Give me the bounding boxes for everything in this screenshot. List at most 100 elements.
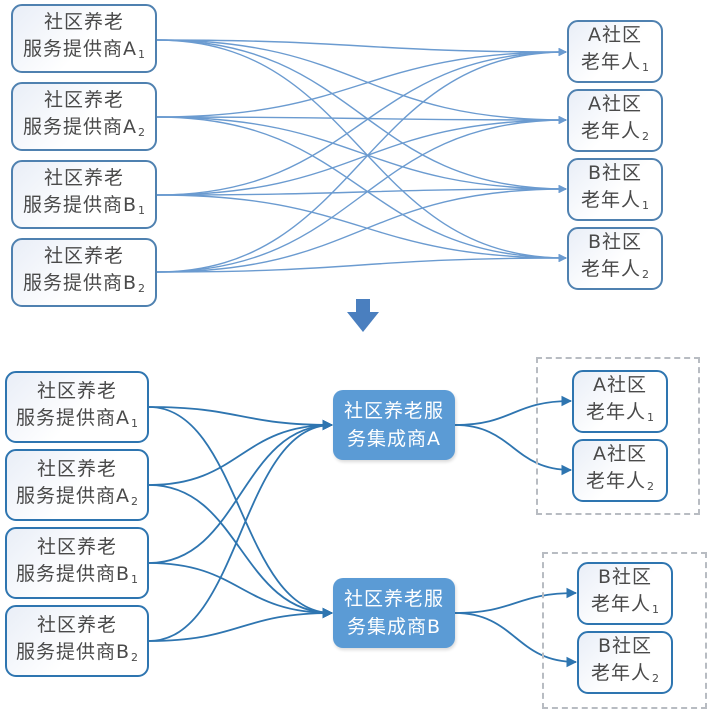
elder-subscript: 1	[652, 603, 659, 616]
bottom-connections	[148, 395, 578, 668]
bottom-elder-b1: B社区 老年人1	[577, 562, 673, 625]
link-integrator-a-to-elder-a1	[454, 395, 573, 426]
link-provider-a1-to-integrator-a	[148, 406, 334, 431]
link-provider-b2-to-integrator-a	[148, 419, 334, 642]
provider-subscript: 1	[131, 572, 139, 586]
link-provider-a1-to-elder-b2	[156, 39, 567, 263]
elder-line2: 老年人	[590, 662, 651, 684]
top-elder-b1: B社区 老年人1	[567, 158, 663, 221]
link-provider-b1-to-integrator-b	[148, 562, 334, 619]
top-provider-a2: 社区养老 服务提供商A2	[11, 82, 157, 151]
provider-line2: 服务提供商A	[16, 484, 130, 507]
bottom-provider-b2: 社区养老 服务提供商B2	[5, 605, 149, 677]
link-provider-b1-to-elder-b2	[156, 194, 567, 263]
provider-line1: 社区养老	[36, 457, 117, 480]
link-provider-b1-to-elder-a2	[156, 115, 567, 196]
elder-subscript: 1	[647, 411, 654, 424]
link-provider-b2-to-elder-a1	[156, 47, 567, 273]
provider-line1: 社区养老	[43, 89, 124, 111]
integrator-line1: 社区养老服	[343, 588, 444, 610]
elder-line2: 老年人	[580, 51, 641, 73]
integrator-a: 社区养老服 务集成商A	[333, 390, 455, 460]
link-provider-a2-to-integrator-b	[148, 484, 334, 619]
bottom-elder-a1: A社区 老年人1	[572, 370, 668, 433]
provider-subscript: 1	[138, 48, 145, 61]
top-elder-a2: A社区 老年人2	[567, 89, 663, 152]
link-provider-b1-to-integrator-a	[148, 419, 334, 564]
elder-line2: 老年人	[580, 189, 641, 211]
elder-line1: A社区	[593, 374, 647, 396]
link-provider-b1-to-elder-b1	[156, 184, 567, 196]
elder-subscript: 2	[642, 268, 649, 281]
provider-line1: 社区养老	[43, 245, 124, 267]
top-provider-b1: 社区养老 服务提供商B1	[11, 160, 157, 229]
elder-line1: B社区	[587, 162, 643, 184]
bottom-elder-b2: B社区 老年人2	[577, 631, 673, 694]
provider-subscript: 2	[131, 650, 139, 664]
integrator-line2: 务集成商B	[346, 616, 442, 638]
elder-line2: 老年人	[590, 593, 651, 615]
elder-subscript: 2	[652, 672, 659, 685]
elder-subscript: 2	[642, 130, 649, 143]
provider-line1: 社区养老	[36, 613, 117, 636]
provider-line2: 服务提供商A	[23, 116, 137, 138]
link-provider-a2-to-elder-b2	[156, 116, 567, 263]
link-provider-a1-to-elder-a2	[156, 39, 567, 125]
top-provider-a1: 社区养老 服务提供商A1	[11, 4, 157, 73]
link-provider-b1-to-elder-a1	[156, 47, 567, 196]
provider-line1: 社区养老	[36, 379, 117, 402]
link-provider-b2-to-integrator-b	[148, 607, 334, 642]
provider-subscript: 2	[138, 126, 145, 139]
elder-group-b-frame	[542, 552, 707, 709]
elder-line2: 老年人	[580, 120, 641, 142]
link-provider-b2-to-elder-b1	[156, 184, 567, 273]
provider-line2: 服务提供商B	[15, 562, 131, 585]
link-integrator-a-to-elder-a2	[454, 424, 573, 476]
provider-line2: 服务提供商A	[16, 406, 130, 429]
provider-line1: 社区养老	[43, 11, 124, 33]
bottom-provider-a2: 社区养老 服务提供商A2	[5, 449, 149, 521]
bottom-provider-b1: 社区养老 服务提供商B1	[5, 527, 149, 599]
elder-subscript: 1	[642, 199, 649, 212]
link-provider-a2-to-integrator-a	[148, 419, 334, 486]
provider-line1: 社区养老	[36, 535, 117, 558]
elder-group-a-frame	[536, 357, 700, 515]
link-provider-a2-to-elder-a2	[156, 115, 567, 125]
integrator-line2: 务集成商A	[347, 428, 441, 450]
down-arrow-icon	[347, 299, 379, 332]
link-provider-a1-to-elder-a1	[156, 39, 567, 57]
elder-subscript: 2	[647, 480, 654, 493]
provider-subscript: 2	[131, 494, 138, 508]
link-provider-b2-to-elder-b2	[156, 253, 567, 273]
elder-line1: B社区	[587, 231, 643, 253]
provider-line2: 服务提供商B	[22, 272, 138, 294]
provider-subscript: 1	[138, 204, 146, 217]
provider-line2: 服务提供商B	[22, 194, 138, 216]
link-integrator-b-to-elder-b2	[454, 612, 578, 668]
elder-line2: 老年人	[580, 258, 641, 280]
bottom-provider-a1: 社区养老 服务提供商A1	[5, 371, 149, 443]
provider-line1: 社区养老	[43, 167, 124, 189]
top-elder-a1: A社区 老年人1	[567, 20, 663, 83]
top-elder-b2: B社区 老年人2	[567, 227, 663, 290]
bottom-elder-a2: A社区 老年人2	[572, 439, 668, 502]
link-integrator-b-to-elder-b1	[454, 587, 578, 614]
provider-line2: 服务提供商A	[23, 38, 137, 60]
link-provider-a2-to-elder-b1	[156, 116, 567, 194]
elder-line1: B社区	[597, 635, 653, 657]
link-provider-a1-to-integrator-b	[148, 406, 334, 619]
elder-line1: A社区	[588, 93, 642, 115]
elder-line1: B社区	[597, 566, 653, 588]
elder-line2: 老年人	[585, 470, 646, 492]
link-provider-a2-to-elder-a1	[156, 47, 567, 118]
elder-line1: A社区	[588, 24, 642, 46]
top-provider-b2: 社区养老 服务提供商B2	[11, 238, 157, 307]
provider-line2: 服务提供商B	[15, 640, 131, 663]
link-provider-b2-to-elder-a2	[156, 115, 567, 273]
top-connections	[156, 39, 567, 273]
elder-subscript: 1	[642, 61, 649, 74]
elder-line2: 老年人	[585, 401, 646, 423]
link-provider-a1-to-elder-b1	[156, 39, 567, 194]
elder-line1: A社区	[593, 443, 647, 465]
